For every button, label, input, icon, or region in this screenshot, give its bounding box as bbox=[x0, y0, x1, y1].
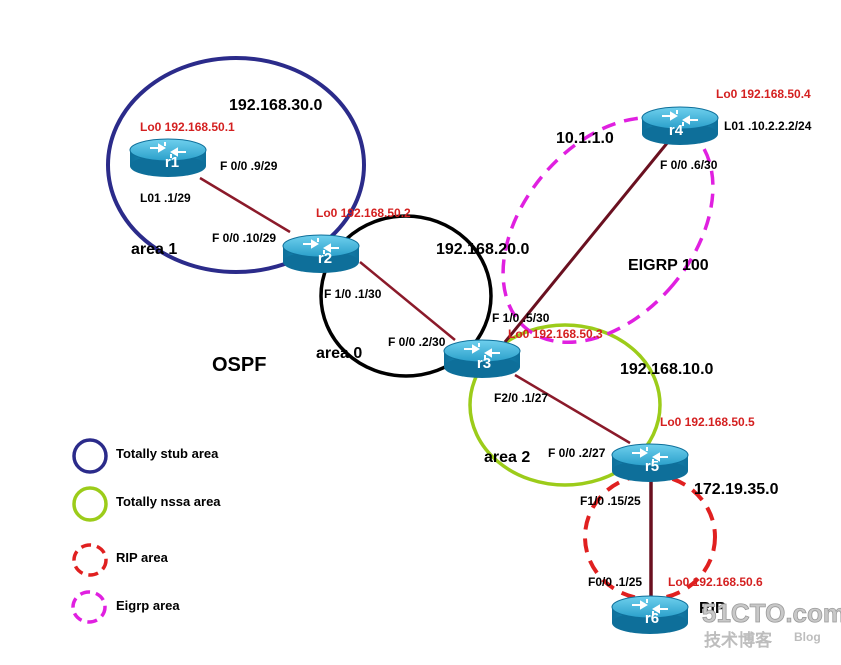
area2-nssa-circle bbox=[468, 323, 662, 487]
router-r1-label: r1 bbox=[165, 154, 179, 171]
network-label-192-168-20: 192.168.20.0 bbox=[436, 241, 530, 258]
router-r4-label: r4 bbox=[669, 122, 684, 139]
network-label-172-19-35: 172.19.35.0 bbox=[694, 481, 779, 498]
legend-rip-swatch bbox=[72, 543, 108, 577]
link-r1-r2 bbox=[199, 176, 291, 234]
network-label-192-168-10: 192.168.10.0 bbox=[620, 361, 714, 378]
r6-f00-label: F0/0 .1/25 bbox=[588, 575, 642, 589]
r1-loopback-label: Lo0 192.168.50.1 bbox=[140, 120, 235, 134]
r3-f00-label: F 0/0 .2/30 bbox=[388, 335, 446, 349]
router-r5[interactable]: r5 bbox=[611, 443, 689, 483]
link-r3-r4 bbox=[503, 141, 670, 343]
eigrp-label: EIGRP 100 bbox=[628, 257, 709, 274]
router-r6[interactable]: r6 bbox=[611, 595, 689, 635]
area0-backbone-circle bbox=[319, 214, 493, 378]
router-r1[interactable]: r1 bbox=[129, 138, 207, 178]
area0-label: area 0 bbox=[316, 345, 362, 362]
router-r5-label: r5 bbox=[645, 458, 659, 475]
link-r3-r5 bbox=[514, 373, 631, 445]
r1-l01-label: L01 .1/29 bbox=[140, 191, 191, 205]
area2-label: area 2 bbox=[484, 449, 530, 466]
legend-nssa-swatch bbox=[72, 486, 108, 522]
router-r3-label: r3 bbox=[477, 355, 491, 372]
legend-stub-swatch bbox=[72, 438, 108, 474]
area1-stub-circle bbox=[106, 56, 366, 274]
router-r2[interactable]: r2 bbox=[282, 234, 360, 274]
network-label-192-168-30: 192.168.30.0 bbox=[229, 97, 323, 114]
link-r2-r3 bbox=[359, 261, 456, 341]
legend-eigrp-label: Eigrp area bbox=[116, 598, 180, 613]
r6-loopback-label: Lo0 192.168.50.6 bbox=[668, 575, 763, 589]
router-r6-label: r6 bbox=[645, 610, 659, 627]
r4-l01-label: L01 .10.2.2.2/24 bbox=[724, 119, 812, 133]
r1-f00-label: F 0/0 .9/29 bbox=[220, 159, 278, 173]
legend-stub-label: Totally stub area bbox=[116, 446, 219, 461]
legend-nssa-label: Totally nssa area bbox=[116, 494, 221, 509]
network-label-10-1-1: 10.1.1.0 bbox=[556, 130, 614, 147]
watermark-main: 51CTO.com bbox=[702, 598, 841, 628]
ospf-label: OSPF bbox=[212, 354, 266, 376]
r2-loopback-label: Lo0 192.168.50.2 bbox=[316, 206, 411, 220]
legend: Totally stub area Totally nssa area RIP … bbox=[71, 438, 221, 624]
router-r4[interactable]: r4 bbox=[641, 106, 719, 146]
r5-loopback-label: Lo0 192.168.50.5 bbox=[660, 415, 755, 429]
rip-label: RIP bbox=[699, 600, 726, 617]
router-r2-label: r2 bbox=[318, 250, 332, 267]
r3-f10-label: F 1/0 .5/30 bbox=[492, 311, 550, 325]
watermark: 51CTO.com 技术博客 Blog bbox=[702, 598, 841, 650]
r5-f10-label: F1/0 .15/25 bbox=[580, 494, 641, 508]
r4-f00-label: F 0/0 .6/30 bbox=[660, 158, 718, 172]
legend-rip-label: RIP area bbox=[116, 550, 169, 565]
r4-loopback-label: Lo0 192.168.50.4 bbox=[716, 87, 811, 101]
area1-label: area 1 bbox=[131, 241, 177, 258]
legend-eigrp-swatch bbox=[71, 590, 107, 624]
watermark-sub: 技术博客 bbox=[704, 630, 773, 650]
r3-loopback-label: Lo0 192.168.50.3 bbox=[508, 327, 603, 341]
r2-f00-label: F 0/0 .10/29 bbox=[212, 231, 276, 245]
r3-f20-label: F2/0 .1/27 bbox=[494, 391, 548, 405]
r5-f00-label: F 0/0 .2/27 bbox=[548, 446, 606, 460]
watermark-blog: Blog bbox=[794, 630, 821, 644]
router-r3[interactable]: r3 bbox=[443, 339, 521, 379]
r2-f10-label: F 1/0 .1/30 bbox=[324, 287, 382, 301]
